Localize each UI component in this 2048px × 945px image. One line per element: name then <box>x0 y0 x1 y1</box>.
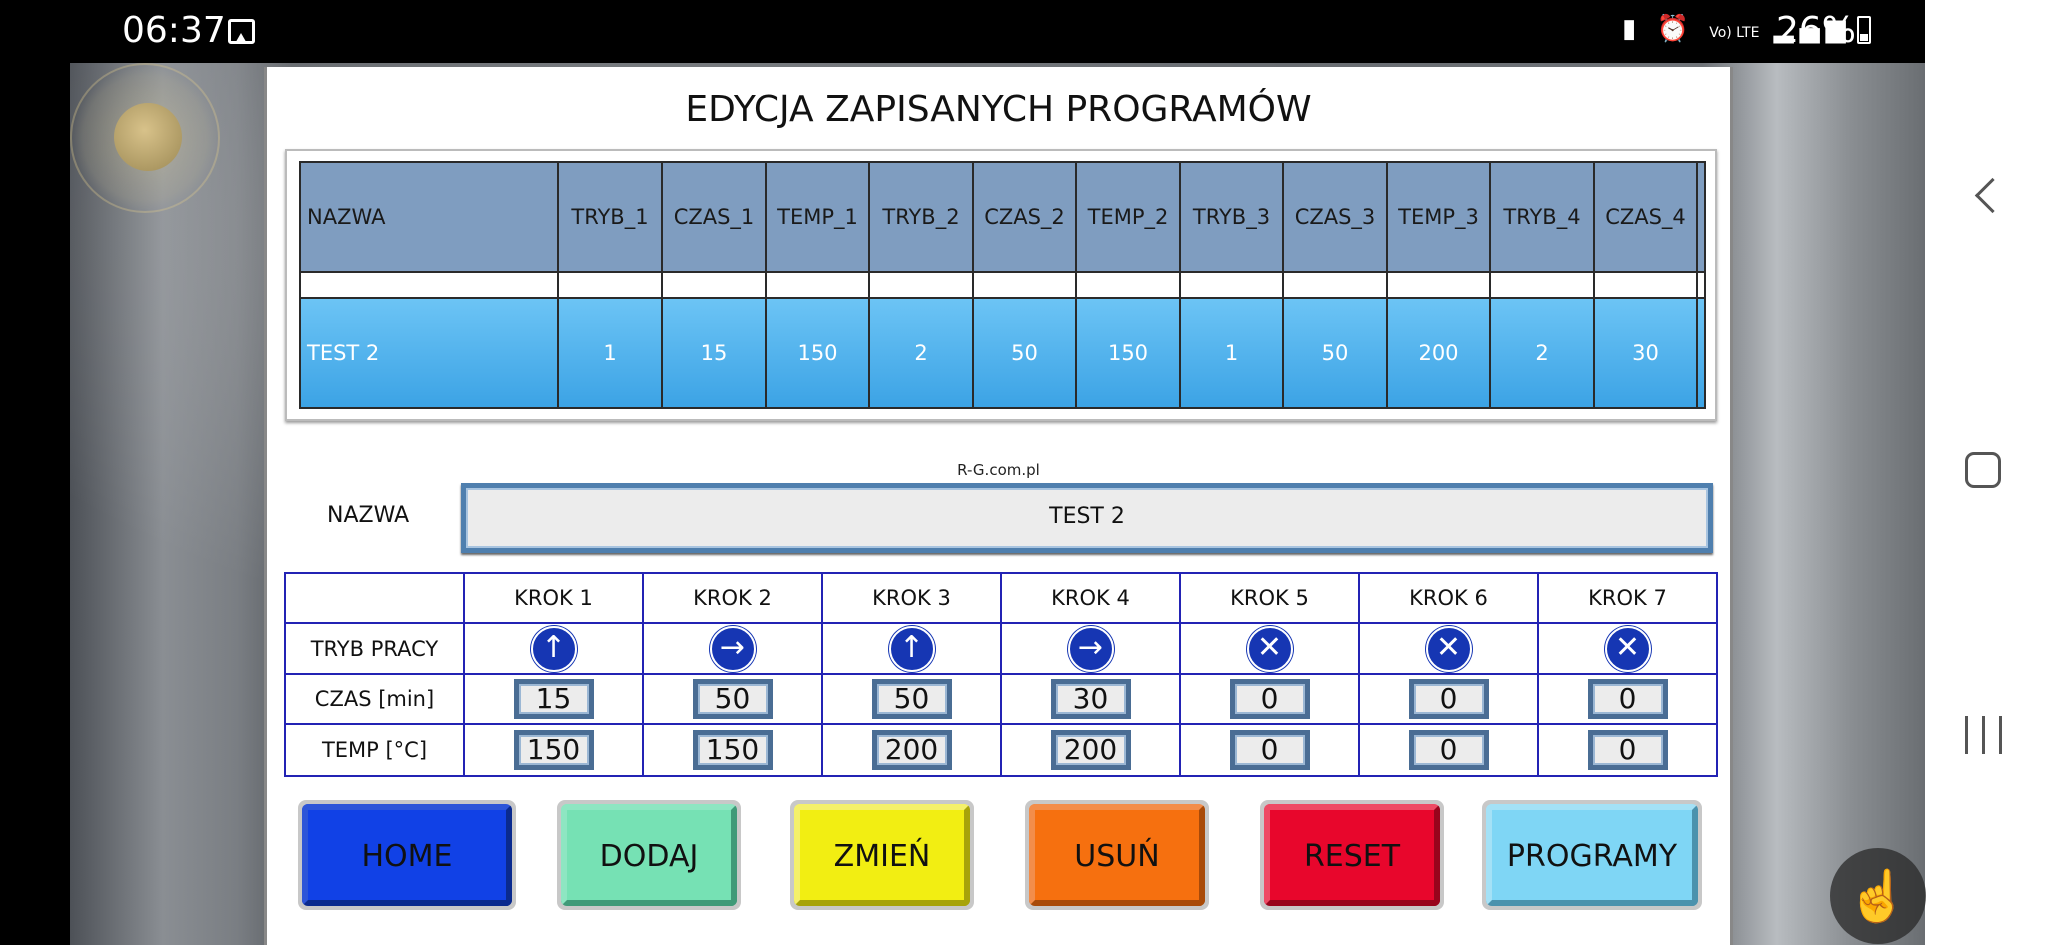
table-cell: 2 <box>1489 297 1595 409</box>
column-header: CZAS_2 <box>972 161 1077 273</box>
table-row-selected[interactable]: TEST 2 1 15 150 2 50 150 1 50 200 2 30 <box>299 297 1706 409</box>
touch-assist-icon[interactable]: ☝ <box>1830 848 1926 944</box>
time-input[interactable]: 0 <box>1229 679 1310 719</box>
programs-button[interactable]: PROGRAMY <box>1486 804 1698 906</box>
column-header: CZAS_1 <box>661 161 767 273</box>
arrow-right-icon[interactable]: → <box>709 625 756 672</box>
step-header: KROK 4 <box>1000 572 1181 624</box>
temp-input[interactable]: 200 <box>1050 730 1131 770</box>
status-time: 06:37 <box>122 10 226 51</box>
time-input[interactable]: 50 <box>871 679 952 719</box>
time-input[interactable]: 0 <box>1408 679 1489 719</box>
column-header: CZAS_3 <box>1282 161 1388 273</box>
time-input[interactable]: 15 <box>513 679 594 719</box>
status-icons: ▮ ⏰ Vo) LTE ▂▄▆ <box>1622 14 1852 44</box>
table-header-row: NAZWA TRYB_1 CZAS_1 TEMP_1 TRYB_2 CZAS_2… <box>299 161 1706 273</box>
step-header: KROK 1 <box>463 572 644 624</box>
row-label: TEMP [°C] <box>284 723 465 777</box>
table-row-empty[interactable] <box>299 271 1706 299</box>
control-knob <box>114 103 182 171</box>
column-header: TEMP_2 <box>1075 161 1181 273</box>
step-header: KROK 5 <box>1179 572 1360 624</box>
row-label: TRYB PRACY <box>284 622 465 675</box>
table-cell: 50 <box>1282 297 1388 409</box>
arrow-up-icon[interactable]: ↑ <box>888 625 935 672</box>
temp-input[interactable]: 150 <box>692 730 773 770</box>
back-icon[interactable] <box>1974 177 2011 214</box>
reset-button[interactable]: RESET <box>1264 804 1440 906</box>
table-cell: 150 <box>765 297 870 409</box>
x-icon[interactable]: ✕ <box>1246 625 1293 672</box>
page-title: EDYCJA ZAPISANYCH PROGRAMÓW <box>685 89 1312 130</box>
time-input[interactable]: 50 <box>692 679 773 719</box>
column-header: TRYB_2 <box>868 161 974 273</box>
column-header: TEMP_1 <box>765 161 870 273</box>
table-cell: 15 <box>661 297 767 409</box>
temp-input[interactable]: 200 <box>871 730 952 770</box>
home-nav-icon[interactable] <box>1965 452 2001 488</box>
steps-header-row: KROK 1 KROK 2 KROK 3 KROK 4 KROK 5 KROK … <box>284 572 1718 624</box>
row-label: CZAS [min] <box>284 673 465 725</box>
x-icon[interactable]: ✕ <box>1604 625 1651 672</box>
column-header: TRYB_3 <box>1179 161 1284 273</box>
temp-row: TEMP [°C] 150 150 200 200 0 0 0 <box>284 723 1718 777</box>
battery-icon <box>1857 16 1871 44</box>
battery-saver-icon: ▮ <box>1622 14 1643 44</box>
home-button[interactable]: HOME <box>302 804 512 906</box>
arrow-up-icon[interactable]: ↑ <box>530 625 577 672</box>
programs-table: NAZWA TRYB_1 CZAS_1 TEMP_1 TRYB_2 CZAS_2… <box>299 161 1706 409</box>
temp-input[interactable]: 150 <box>513 730 594 770</box>
table-cell: 2 <box>868 297 974 409</box>
name-input[interactable]: TEST 2 <box>461 483 1713 553</box>
steps-grid: KROK 1 KROK 2 KROK 3 KROK 4 KROK 5 KROK … <box>284 572 1718 777</box>
table-cell: 1 <box>557 297 663 409</box>
android-nav-bar <box>1925 0 2048 945</box>
table-cell: 200 <box>1386 297 1491 409</box>
alarm-icon: ⏰ <box>1656 14 1695 44</box>
step-header: KROK 2 <box>642 572 823 624</box>
arrow-right-icon[interactable]: → <box>1067 625 1114 672</box>
time-input[interactable]: 30 <box>1050 679 1131 719</box>
table-cell: 30 <box>1593 297 1698 409</box>
time-row: CZAS [min] 15 50 50 30 0 0 0 <box>284 673 1718 725</box>
x-icon[interactable]: ✕ <box>1425 625 1472 672</box>
column-header: NAZWA <box>299 161 559 273</box>
recent-apps-icon[interactable] <box>1965 716 2005 754</box>
step-header: KROK 7 <box>1537 572 1718 624</box>
delete-button[interactable]: USUŃ <box>1029 804 1205 906</box>
mode-row: TRYB PRACY ↑ → ↑ → ✕ ✕ ✕ <box>284 622 1718 675</box>
hmi-screen: EDYCJA ZAPISANYCH PROGRAMÓW NAZWA TRYB_1… <box>264 67 1733 945</box>
volte-icon: Vo) LTE <box>1709 25 1760 41</box>
table-cell: 150 <box>1075 297 1181 409</box>
signal-icon: ▂▄▆ <box>1773 14 1852 44</box>
programs-table-frame: NAZWA TRYB_1 CZAS_1 TEMP_1 TRYB_2 CZAS_2… <box>285 149 1717 421</box>
watermark: R-G.com.pl <box>957 461 1040 479</box>
table-cell: TEST 2 <box>299 297 559 409</box>
step-header: KROK 3 <box>821 572 1002 624</box>
column-header: CZAS_4 <box>1593 161 1698 273</box>
status-bar: 06:37 ▮ ⏰ Vo) LTE ▂▄▆ 26% <box>0 0 1925 63</box>
temp-input[interactable]: 0 <box>1229 730 1310 770</box>
temp-input[interactable]: 0 <box>1408 730 1489 770</box>
table-cell: 1 <box>1179 297 1284 409</box>
battery-percent: 26% <box>1776 10 1857 51</box>
column-header: TEMP_3 <box>1386 161 1491 273</box>
column-header: TRYB_4 <box>1489 161 1595 273</box>
temp-input[interactable]: 0 <box>1587 730 1668 770</box>
time-input[interactable]: 0 <box>1587 679 1668 719</box>
table-cell: 50 <box>972 297 1077 409</box>
name-label: NAZWA <box>327 503 410 528</box>
add-button[interactable]: DODAJ <box>561 804 737 906</box>
change-button[interactable]: ZMIEŃ <box>794 804 970 906</box>
step-header: KROK 6 <box>1358 572 1539 624</box>
gallery-notification-icon <box>228 19 255 44</box>
column-header: TRYB_1 <box>557 161 663 273</box>
